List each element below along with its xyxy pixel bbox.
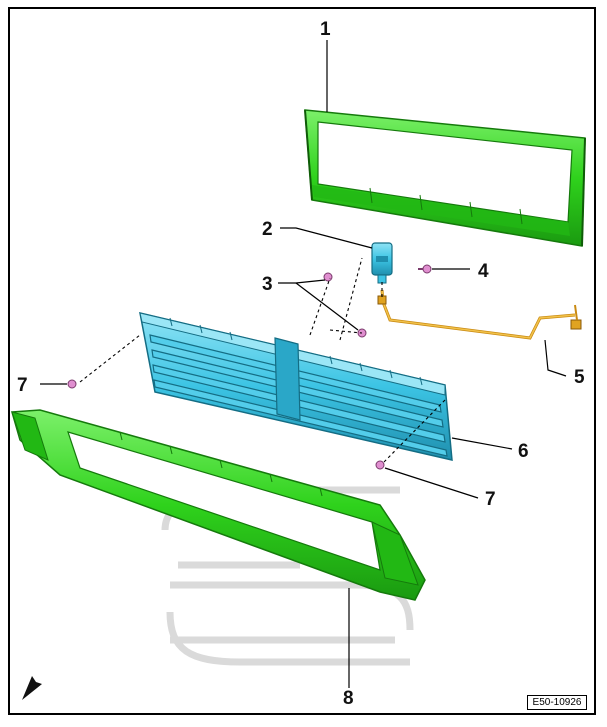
leader-lines [40,40,567,688]
part-2-servomotor [371,242,393,284]
part-8-lower-air-guide [11,409,426,601]
callout-4: 4 [478,261,489,282]
part-4-screw [418,264,432,274]
assembly-dashed-lines [79,257,446,463]
direction-arrow-icon [22,676,42,700]
part-5-wiring-harness [377,289,582,340]
callout-7-left: 7 [17,375,28,396]
part-1-upper-air-guide [304,109,586,247]
callout-5: 5 [574,367,585,388]
callout-8: 8 [343,688,354,709]
callout-7-right: 7 [485,489,496,510]
part-6-grille-shutter [139,312,453,461]
part-7-screws [67,379,385,470]
callout-6: 6 [518,441,529,462]
part-3-screws [323,272,367,338]
callout-1: 1 [320,19,331,40]
callout-3: 3 [262,274,273,295]
figure-id-label: E50-10926 [527,695,587,710]
callout-2: 2 [262,219,273,240]
